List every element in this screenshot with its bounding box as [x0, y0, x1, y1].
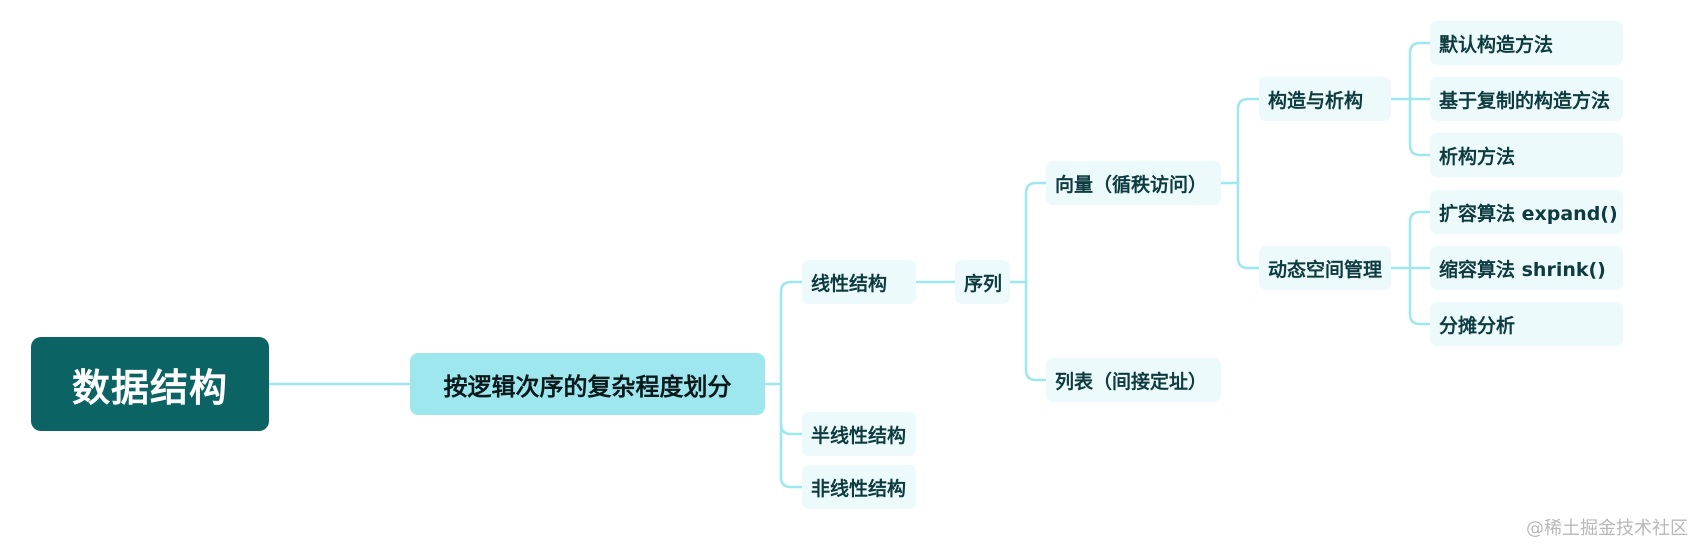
edge-main-linear [763, 280, 804, 386]
node-expand[interactable]: 扩容算法 expand() [1430, 190, 1623, 234]
node-data-structure[interactable]: 数据结构 [31, 337, 269, 431]
node-dynamic-space[interactable]: 动态空间管理 [1259, 246, 1391, 290]
node-amortized[interactable]: 分摊分析 [1430, 302, 1623, 346]
edge-seq-vector [1008, 181, 1048, 284]
node-semi-linear-structure[interactable]: 半线性结构 [802, 412, 916, 456]
node-vector[interactable]: 向量（循秩访问） [1046, 161, 1221, 205]
node-list[interactable]: 列表（间接定址） [1046, 358, 1221, 402]
node-default-ctor[interactable]: 默认构造方法 [1430, 21, 1623, 65]
edge-main-nonlin [779, 422, 804, 489]
node-non-linear-structure[interactable]: 非线性结构 [802, 465, 916, 509]
node-linear-structure[interactable]: 线性结构 [802, 260, 916, 304]
node-shrink[interactable]: 缩容算法 shrink() [1430, 246, 1623, 290]
watermark: @稀土掘金技术社区 [1526, 518, 1688, 539]
edge-dyn-l6 [1408, 266, 1432, 326]
edge-vector-dyn [1236, 181, 1261, 270]
edge-ctor-l3 [1408, 97, 1432, 157]
edge-dyn-l4 [1408, 210, 1432, 270]
node-sequence[interactable]: 序列 [955, 260, 1010, 304]
node-copy-ctor[interactable]: 基于复制的构造方法 [1430, 77, 1623, 121]
node-ctor-dtor[interactable]: 构造与析构 [1259, 77, 1391, 121]
edge-main-semi [779, 382, 804, 436]
edge-ctor-l1 [1408, 41, 1432, 101]
node-dtor[interactable]: 析构方法 [1430, 133, 1623, 177]
node-classification[interactable]: 按逻辑次序的复杂程度划分 [410, 353, 765, 415]
edge-seq-list [1024, 280, 1048, 382]
edge-vector-ctor [1219, 97, 1261, 185]
